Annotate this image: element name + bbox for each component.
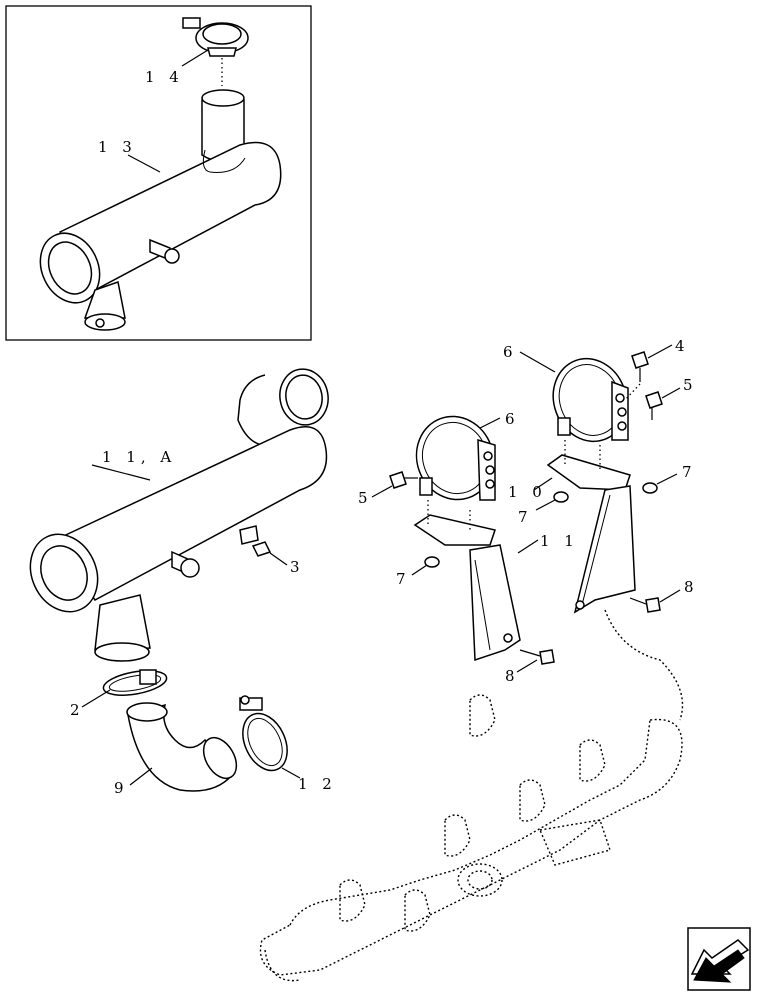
part-12-clamp <box>239 695 288 772</box>
part-11-bracket <box>413 514 521 662</box>
part-7-nut-right <box>642 482 658 494</box>
part-2-clamp <box>102 669 168 696</box>
part-4-bolt <box>631 351 649 382</box>
part-5-bolt-left <box>389 471 418 489</box>
part-6-band-clamp-right <box>552 357 629 443</box>
part-14-rain-cap <box>182 17 249 57</box>
next-page-arrow-icon[interactable] <box>687 927 751 991</box>
callout-2: 2 <box>70 701 85 719</box>
part-6-band-clamp-left <box>415 415 496 501</box>
inset-frame <box>5 5 312 341</box>
part-3-clip <box>251 541 272 557</box>
callout-3: 3 <box>290 558 305 576</box>
callout-5-left: 5 <box>358 489 373 507</box>
part-7-nut-middle <box>553 491 569 503</box>
callout-8-left: 8 <box>505 667 520 685</box>
exhaust-manifold-reference <box>259 609 684 982</box>
callout-6-left: 6 <box>505 410 520 428</box>
callout-7-middle: 7 <box>518 508 533 526</box>
callout-7-left: 7 <box>396 570 411 588</box>
callout-4: 4 <box>675 337 690 355</box>
part-7-nut-left <box>424 556 440 568</box>
callout-7-right: 7 <box>682 463 697 481</box>
part-8-bolt-left <box>519 649 555 665</box>
part-9-elbow <box>126 702 238 792</box>
callout-11a: 1 1, A <box>102 448 176 466</box>
callout-10: 1 0 <box>508 483 547 501</box>
part-10-bracket <box>546 454 636 614</box>
callout-13: 1 3 <box>98 138 137 156</box>
callout-11: 1 1 <box>540 532 579 550</box>
callout-9: 9 <box>114 779 129 797</box>
callout-5-right: 5 <box>683 376 698 394</box>
part-8-bolt-right <box>629 597 661 613</box>
part-5-bolt-right <box>645 391 663 420</box>
callout-12: 1 2 <box>298 775 337 793</box>
part-13-muffler <box>39 89 282 331</box>
callout-8-right: 8 <box>684 578 699 596</box>
part-11a-muffler <box>29 368 329 662</box>
callout-6-right: 6 <box>503 343 518 361</box>
callout-14: 1 4 <box>145 68 184 86</box>
